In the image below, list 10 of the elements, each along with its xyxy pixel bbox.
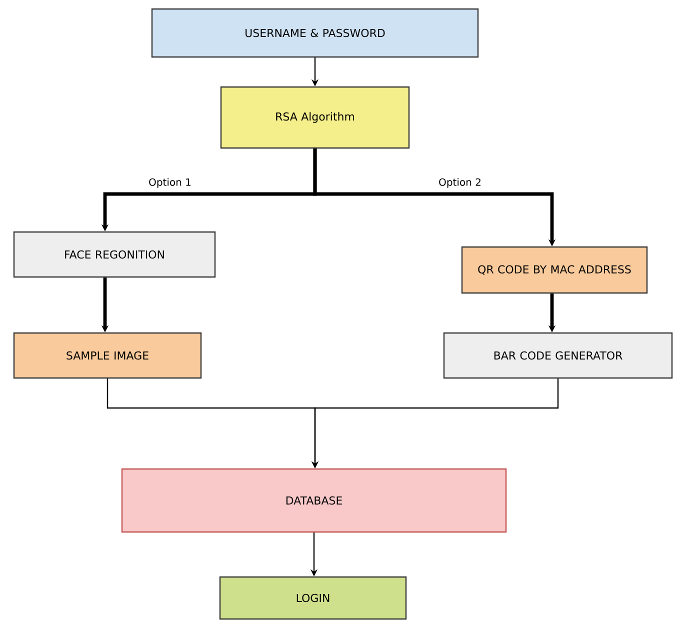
process-box: LOGIN	[219, 576, 407, 620]
process-box: RSA Algorithm	[220, 86, 410, 149]
edge-label: Option 2	[438, 177, 482, 189]
process-box: USERNAME & PASSWORD	[151, 8, 479, 58]
process-box: FACE REGONITION	[13, 231, 216, 278]
edge-label: Option 1	[148, 177, 192, 189]
process-box: BAR CODE GENERATOR	[443, 332, 673, 379]
process-box: QR CODE BY MAC ADDRESS	[461, 246, 648, 294]
process-box: DATABASE	[121, 468, 507, 533]
process-box: SAMPLE IMAGE	[13, 332, 202, 379]
